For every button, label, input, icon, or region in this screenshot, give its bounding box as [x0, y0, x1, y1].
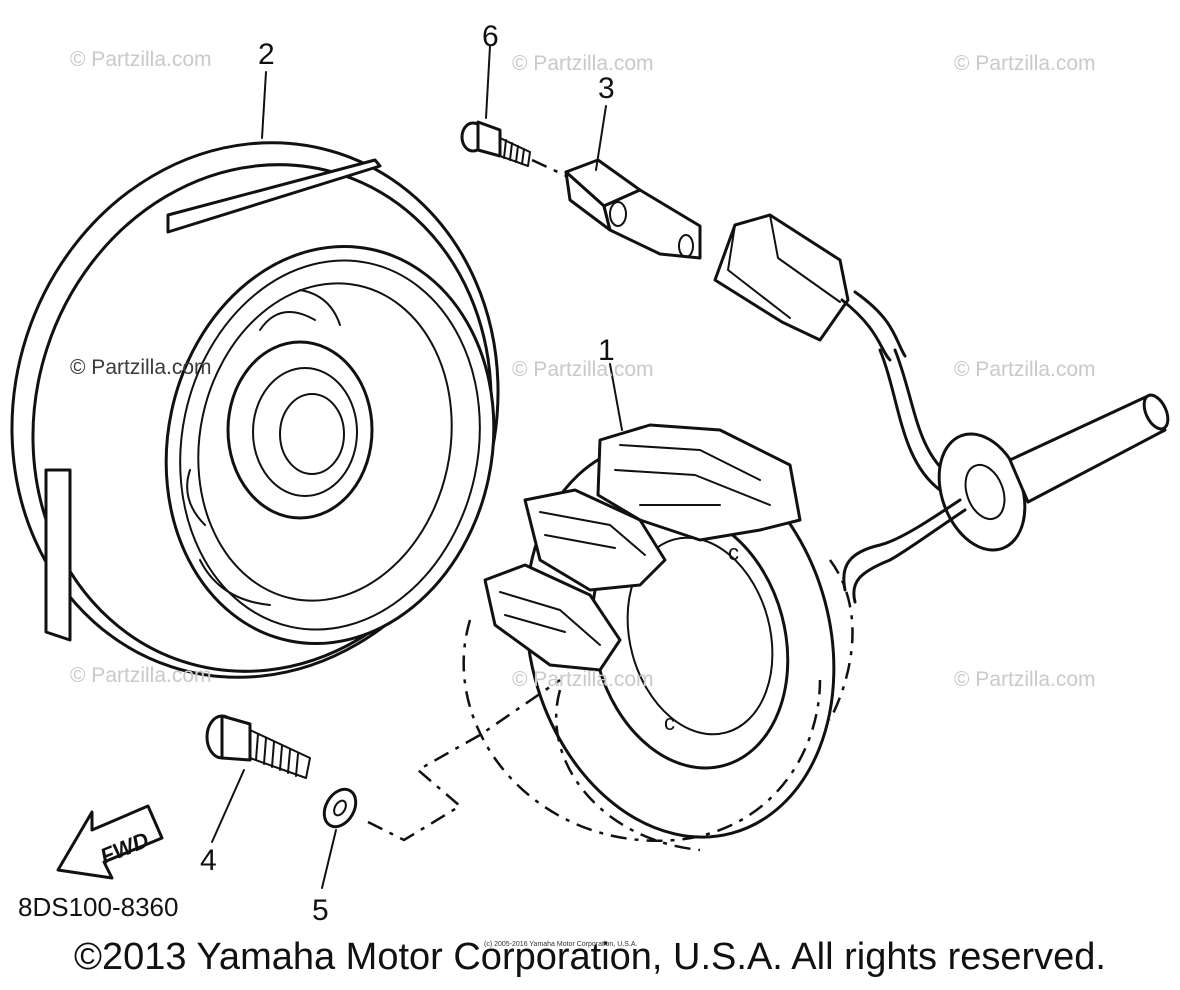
watermark: © Partzilla.com [70, 48, 212, 71]
svg-text:c: c [664, 710, 675, 735]
watermark: © Partzilla.com [512, 668, 654, 691]
watermark: © Partzilla.com [954, 358, 1096, 381]
callout-6: 6 [482, 20, 499, 53]
bolt-4 [205, 714, 311, 843]
callout-4: 4 [200, 844, 217, 877]
callout-3: 3 [598, 72, 615, 105]
clamp-3 [564, 105, 702, 260]
copyright-notice: ©2013 Yamaha Motor Corporation, U.S.A. A… [74, 936, 1106, 978]
wire-harness [713, 213, 1170, 604]
watermark: © Partzilla.com [512, 358, 654, 381]
watermark: © Partzilla.com [70, 356, 212, 379]
svg-text:c: c [728, 540, 739, 565]
watermark: © Partzilla.com [954, 668, 1096, 691]
watermark: © Partzilla.com [70, 664, 212, 687]
diagram-part-code: 8DS100-8360 [18, 892, 179, 922]
small-copyright-notice: (c) 2005-2016 Yamaha Motor Corporation, … [484, 941, 638, 948]
forward-arrow: FWD [56, 804, 164, 880]
watermark: © Partzilla.com [512, 52, 654, 75]
flywheel-rotor [10, 71, 500, 679]
callout-1: 1 [598, 334, 615, 367]
watermark: © Partzilla.com [954, 52, 1096, 75]
stator-1: c c [462, 363, 854, 852]
washer-5 [321, 678, 561, 889]
callout-5: 5 [312, 894, 329, 927]
callout-2: 2 [258, 38, 275, 71]
